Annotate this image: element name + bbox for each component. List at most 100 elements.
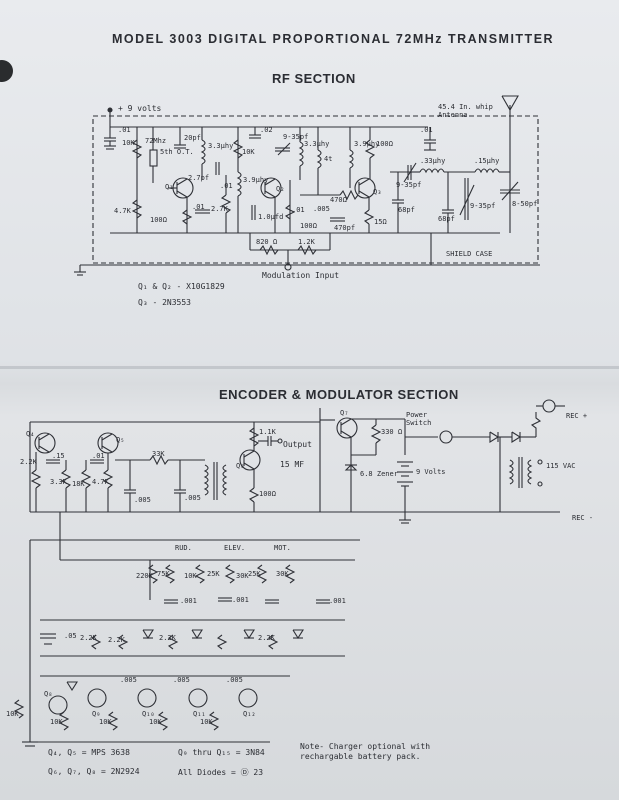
rf-part: 1.2K xyxy=(298,238,315,246)
enc-part: .005 xyxy=(184,494,201,502)
rf-part: .01 xyxy=(192,203,205,211)
rf-part: 470Ω xyxy=(330,196,347,204)
enc-part: Power Switch xyxy=(406,411,432,427)
rf-section-heading: RF SECTION xyxy=(272,71,356,86)
rf-part: Q₁ xyxy=(165,183,174,191)
rf-part: Q₂ xyxy=(276,185,285,193)
enc-part: 2.2K xyxy=(20,458,37,466)
rf-part: 68pf xyxy=(438,215,455,223)
rf-part: .01 xyxy=(220,182,233,190)
rf-part: 3.9μhy xyxy=(243,176,269,184)
rf-part: 15Ω xyxy=(374,218,387,226)
enc-part: MOT. xyxy=(274,544,291,552)
rf-part: 820 Ω xyxy=(256,238,278,246)
enc-note: All Diodes = Ⓓ 23 xyxy=(178,768,264,777)
enc-part: Q₁₂ xyxy=(243,710,256,718)
rf-part: 3.3μhy xyxy=(208,142,234,150)
rf-part: 5th O.T. xyxy=(160,148,194,156)
enc-part: REC - xyxy=(572,514,594,522)
enc-part: 10K xyxy=(50,718,63,726)
enc-part: .001 xyxy=(329,597,346,605)
enc-part: 1.1K xyxy=(259,428,276,436)
enc-part: 3.3K xyxy=(50,478,67,486)
enc-part: 30K xyxy=(276,570,289,578)
enc-note: Q₄, Q₅ = MPS 3638 xyxy=(48,748,130,757)
enc-part: 2.2K xyxy=(80,634,97,642)
enc-part: 2.2K xyxy=(258,634,275,642)
rf-part: 10K xyxy=(242,148,255,156)
enc-output-label: Output xyxy=(283,440,312,449)
enc-part: RUD. xyxy=(175,544,192,552)
rf-part: 72Mhz xyxy=(145,137,167,145)
enc-part: .005 xyxy=(134,496,151,504)
enc-note: Q₉ thru Q₁₅ = 3N84 xyxy=(178,748,265,757)
enc-part: 30K xyxy=(236,572,249,580)
rf-part: 4.7K xyxy=(114,207,131,215)
enc-part: .005 xyxy=(173,676,190,684)
enc-part: 220K xyxy=(136,572,153,580)
rf-part: .005 xyxy=(313,205,330,213)
page-fold xyxy=(0,366,619,369)
rf-part: .02 xyxy=(260,126,273,134)
rf-part: 2.7K xyxy=(211,205,228,213)
rf-part: .15μhy xyxy=(474,157,500,165)
rf-part: 3.9μhy xyxy=(354,140,380,148)
rf-part: .33μhy xyxy=(420,157,446,165)
rf-part: 10K xyxy=(122,139,135,147)
enc-part: 6.8 Zener xyxy=(360,470,398,478)
rf-part: .01 xyxy=(292,206,305,214)
rf-antenna-label: 45.4 In. whip Antenna xyxy=(438,103,493,119)
enc-part: Q₄ xyxy=(26,430,35,438)
enc-part: .01 xyxy=(92,452,105,460)
rf-note: Q₃ - 2N3553 xyxy=(138,298,191,307)
enc-part: 15 MF xyxy=(280,460,305,469)
enc-part: .001 xyxy=(180,597,197,605)
enc-part: 10K xyxy=(99,718,112,726)
enc-part: Q₆ xyxy=(236,462,245,470)
enc-part: 115 VAC xyxy=(546,462,576,470)
enc-part: REC + xyxy=(566,412,588,420)
enc-part: Q₉ xyxy=(92,710,101,718)
binder-hole xyxy=(0,60,13,82)
rf-part: 100Ω xyxy=(150,216,167,224)
enc-part: Q₅ xyxy=(116,436,125,444)
charger-note: Note- Charger optional with rechargable … xyxy=(300,742,431,761)
enc-part: Q₈ xyxy=(44,690,53,698)
rf-part: 100Ω xyxy=(376,140,393,148)
rf-supply-label: + 9 volts xyxy=(118,104,162,113)
enc-part: 10K xyxy=(200,718,213,726)
enc-part: 2.2K xyxy=(108,636,125,644)
rf-part: 9-35pf xyxy=(470,202,496,210)
enc-part: 10K xyxy=(149,718,162,726)
enc-part: 2.2K xyxy=(159,634,176,642)
enc-part: 100Ω xyxy=(259,490,276,498)
enc-part: 330 Ω xyxy=(381,428,403,436)
rf-mod-input-label: Modulation Input xyxy=(262,271,340,280)
enc-part: .005 xyxy=(120,676,137,684)
rf-part: 100Ω xyxy=(300,222,317,230)
enc-part: 18K xyxy=(72,480,85,488)
rf-part: 20pf xyxy=(184,134,201,142)
rf-part: 9-35pf xyxy=(396,181,422,189)
enc-part: ELEV. xyxy=(224,544,246,552)
encoder-section-heading: ENCODER & MODULATOR SECTION xyxy=(219,387,459,402)
enc-part: Q₁₁ xyxy=(193,710,206,718)
enc-part: 9 Volts xyxy=(416,468,446,476)
enc-part: .05 xyxy=(64,632,77,640)
enc-part: Q₁₀ xyxy=(142,710,155,718)
enc-part: 4.7K xyxy=(92,478,109,486)
enc-part: .15 xyxy=(52,452,65,460)
rf-part: 8-50pf xyxy=(512,200,538,208)
rf-part: 68pf xyxy=(398,206,415,214)
rf-part: 2.7pf xyxy=(188,174,210,182)
rf-part: 1.0μfd xyxy=(258,213,284,221)
rf-shield-label: SHIELD CASE xyxy=(446,250,493,258)
enc-part: 10K xyxy=(6,710,19,718)
enc-part: 10K xyxy=(184,572,197,580)
rf-part: Q₃ xyxy=(373,188,382,196)
document-title: MODEL 3003 DIGITAL PROPORTIONAL 72MHz TR… xyxy=(112,32,555,46)
rf-note: Q₁ & Q₂ - X10G1829 xyxy=(138,282,225,291)
enc-part: 33K xyxy=(152,450,165,458)
